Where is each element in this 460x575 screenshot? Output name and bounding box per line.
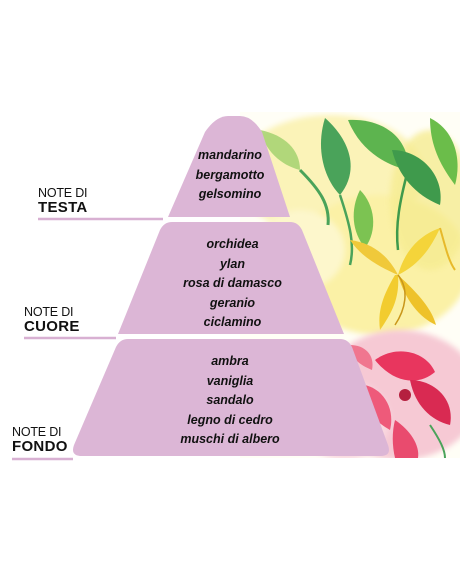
testa-notes-list: mandarino bergamotto gelsomino — [170, 146, 290, 205]
cuore-notes-list: orchidea ylan rosa di damasco geranio ci… — [165, 235, 300, 333]
label-name: CUORE — [24, 318, 80, 335]
label-name: TESTA — [38, 199, 88, 216]
label-prefix: NOTE DI — [12, 425, 62, 439]
note-item: bergamotto — [195, 167, 265, 182]
pyramid-tier-bottom — [73, 339, 389, 456]
label-name: FONDO — [12, 438, 68, 455]
label-testa: NOTE DI TESTA — [38, 186, 88, 216]
note-item: ylan — [219, 256, 245, 271]
note-item: gelsomino — [198, 187, 262, 201]
label-prefix: NOTE DI — [24, 305, 74, 319]
note-item: sandalo — [206, 393, 254, 407]
note-item: muschi di albero — [180, 432, 280, 446]
note-item: rosa di damasco — [183, 276, 282, 290]
fondo-notes-list: ambra vaniglia sandalo legno di cedro mu… — [160, 352, 300, 450]
note-item: orchidea — [206, 237, 259, 251]
pyramid-tier-middle — [118, 222, 344, 334]
note-item: geranio — [209, 295, 256, 310]
note-item: legno di cedro — [187, 412, 273, 427]
label-prefix: NOTE DI — [38, 186, 88, 200]
note-item: mandarino — [198, 148, 262, 162]
label-cuore: NOTE DI CUORE — [24, 305, 80, 335]
note-item: vaniglia — [206, 373, 254, 388]
note-item: ciclamino — [203, 315, 262, 329]
pyramid-tier-top — [168, 116, 290, 217]
label-fondo: NOTE DI FONDO — [12, 425, 68, 455]
note-item: ambra — [211, 354, 249, 368]
